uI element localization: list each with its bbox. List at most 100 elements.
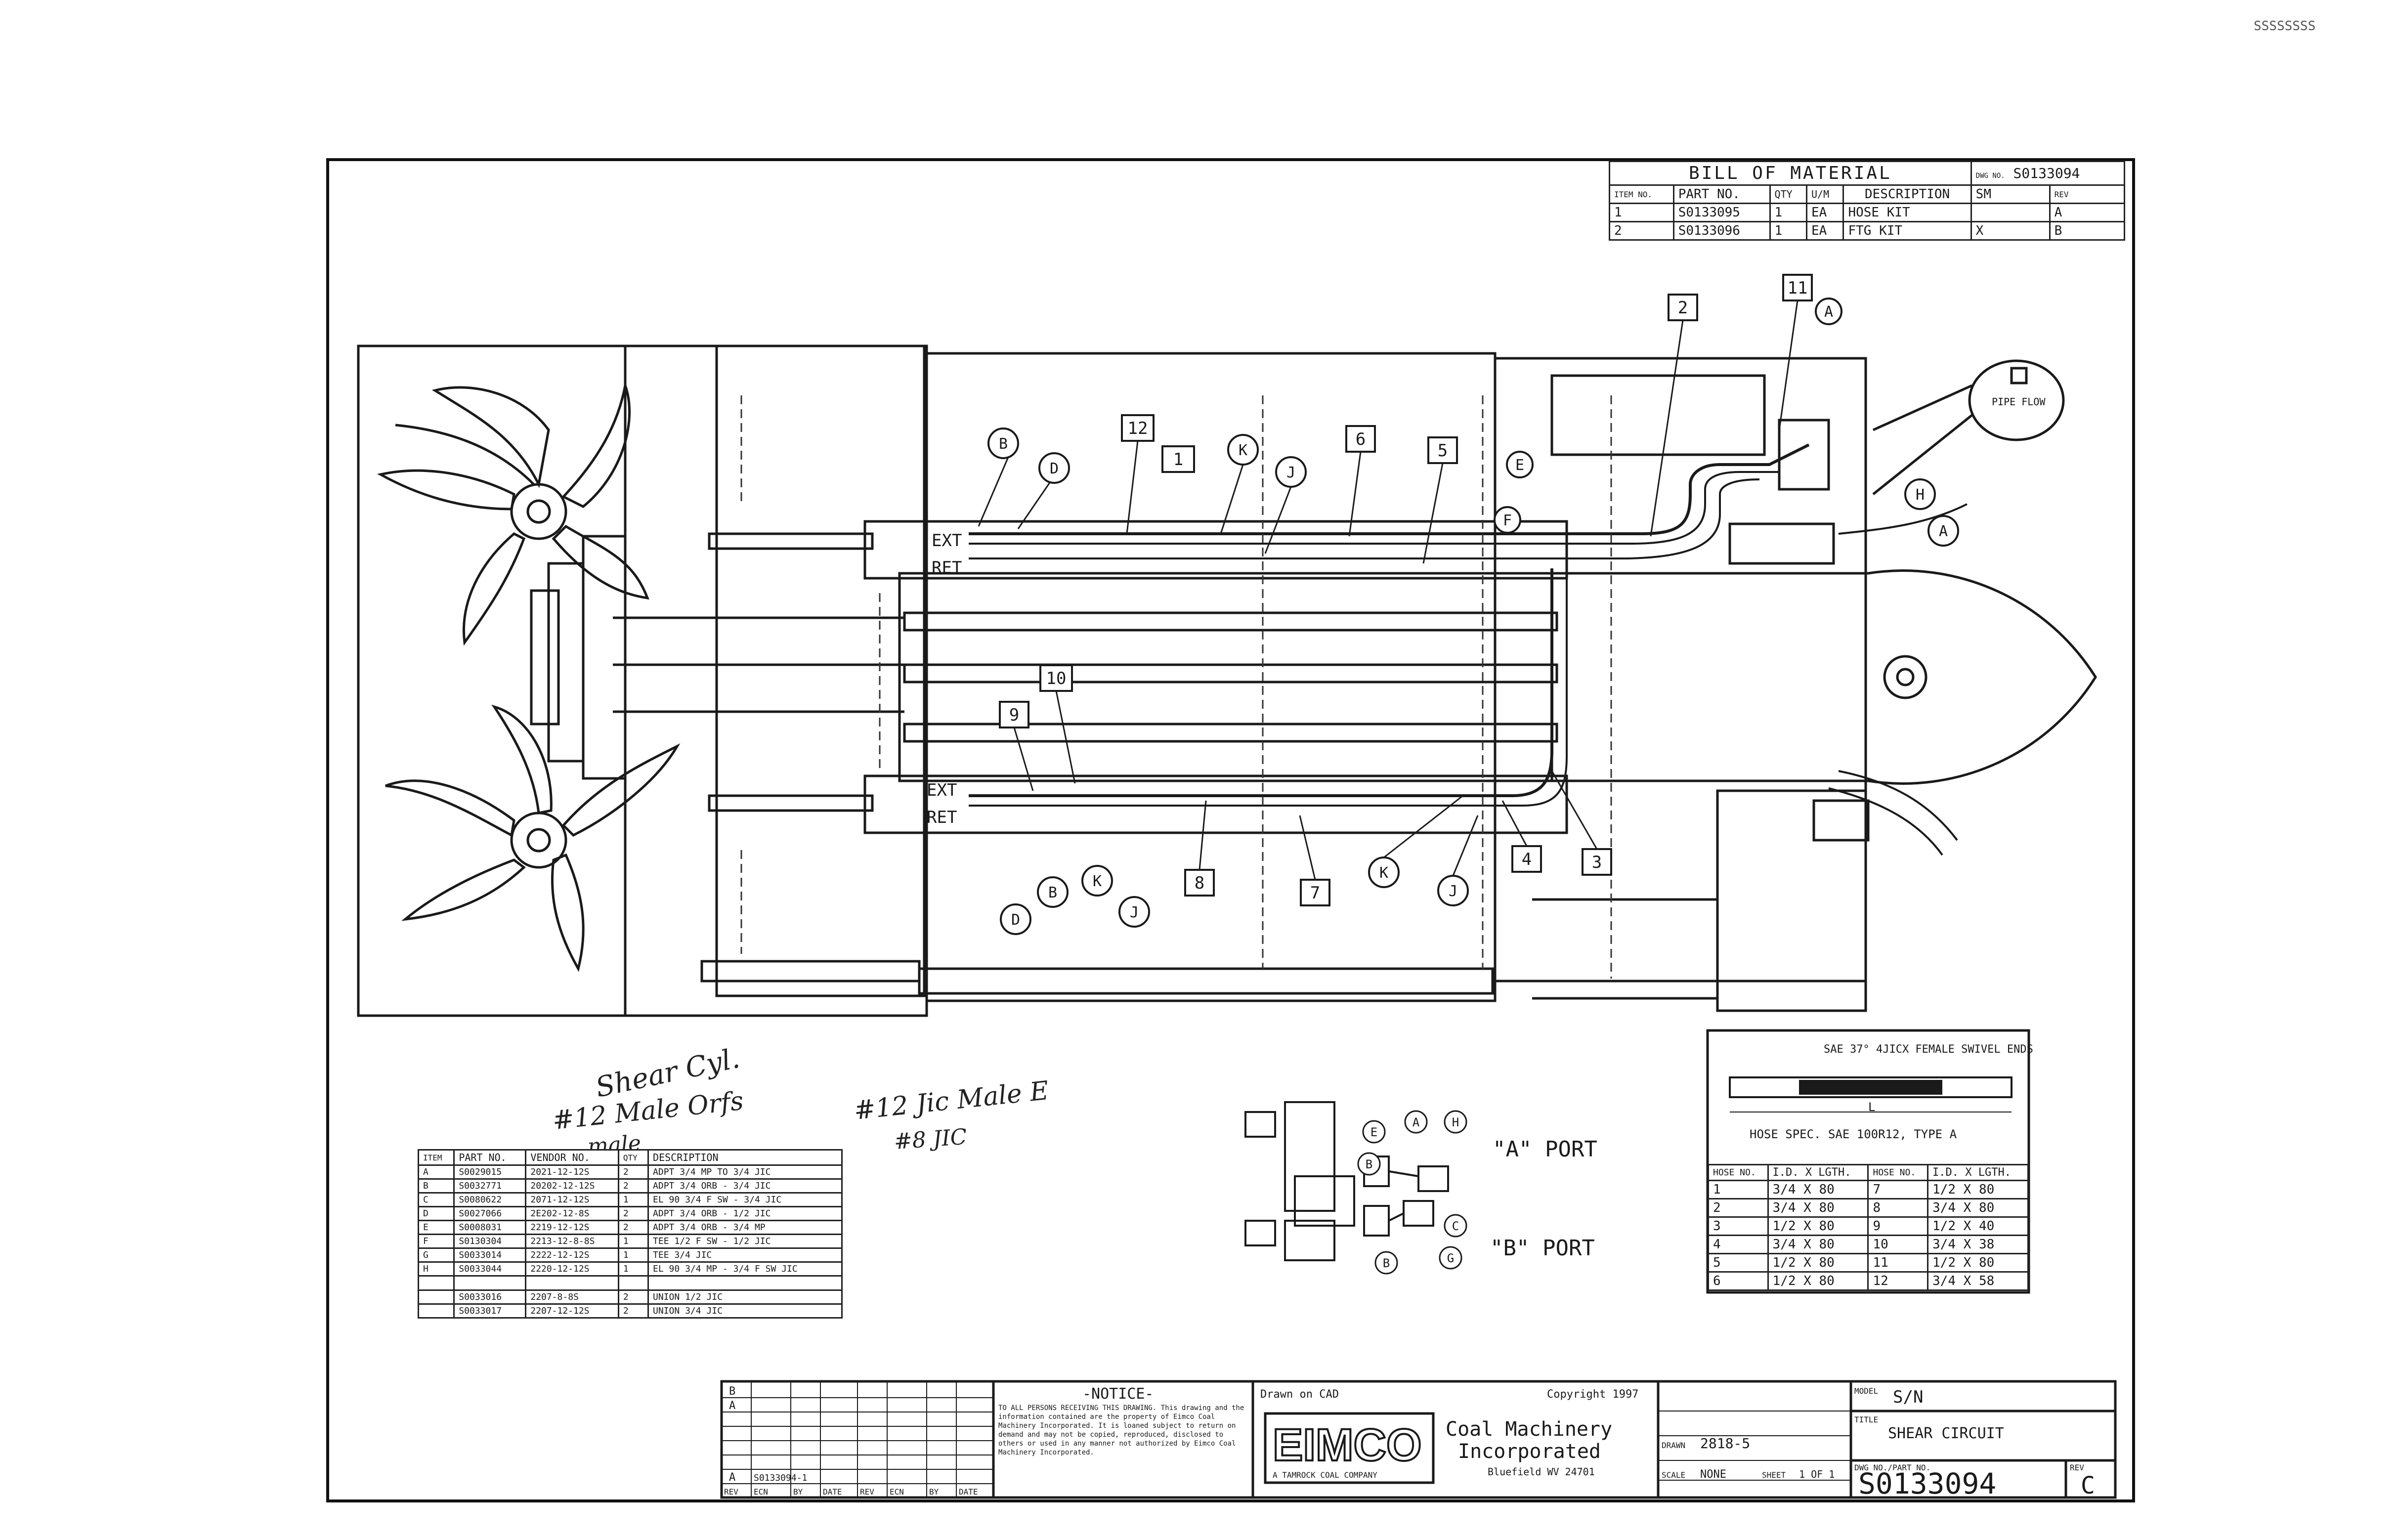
rev-col-1: ECN <box>754 1487 768 1497</box>
svg-text:B: B <box>1383 1256 1390 1270</box>
rev-col-4: REV <box>860 1487 874 1497</box>
hose-spec-label: HOSE SPEC. SAE 100R12, TYPE A <box>1750 1127 1957 1141</box>
port-label-ret-lower: RET <box>927 808 957 827</box>
callout-circle-j-lower: J <box>1118 896 1150 928</box>
drawing-border <box>326 158 2135 1502</box>
svg-text:J: J <box>1286 464 1295 481</box>
handwritten-notes: Shear Cyl. #12 Male Orfs #12 Jic Male E … <box>551 1042 1050 1159</box>
callout-circle-h: H <box>1904 478 1936 510</box>
bom-header-row: ITEM NO. PART NO. QTY U/M DESCRIPTION SM… <box>1609 184 2126 204</box>
svg-text:B: B <box>999 435 1008 453</box>
table-row: 1 S0133095 1 EA HOSE KIT A <box>1609 203 2126 222</box>
bom-doc-number: DWG NO. S0133094 <box>1970 161 2126 186</box>
title-value: SHEAR CIRCUIT <box>1888 1425 2004 1442</box>
bom-header-um: U/M <box>1805 184 1844 204</box>
rev-col-2: BY <box>793 1487 803 1497</box>
pipe-flow-label: PIPE FLOW <box>1992 396 2046 408</box>
callout-circle-k-right: K <box>1368 856 1400 888</box>
port-label-ext-upper: EXT <box>932 531 962 551</box>
callout-circle-j-upper: J <box>1275 456 1307 488</box>
hose-length-table: HOSE NO. I.D. X LGTH. HOSE NO. I.D. X LG… <box>1708 1164 2029 1291</box>
sheet-value: 1 OF 1 <box>1799 1468 1835 1480</box>
svg-text:H: H <box>1916 486 1925 504</box>
callout-box-10: 10 <box>1039 664 1073 692</box>
callout-box-6: 6 <box>1345 425 1376 453</box>
bom-doc-label: DWG NO. <box>1975 172 2005 180</box>
callout-box-9: 9 <box>999 701 1029 728</box>
callout-box-11: 11 <box>1782 274 1813 301</box>
notice-text: TO ALL PERSONS RECEIVING THIS DRAWING. T… <box>998 1404 1244 1456</box>
svg-text:A: A <box>1824 303 1833 321</box>
svg-text:6: 6 <box>1356 429 1366 449</box>
svg-text:11: 11 <box>1788 278 1808 298</box>
sheet-label: SHEET <box>1762 1470 1786 1480</box>
svg-text:9: 9 <box>1009 705 1019 725</box>
svg-text:8: 8 <box>1195 873 1204 893</box>
svg-text:C: C <box>1452 1219 1459 1233</box>
bom-doc-number-value: S0133094 <box>2013 165 2080 181</box>
callout-circle-a-top: A <box>1815 298 1842 325</box>
svg-text:12: 12 <box>1128 419 1148 438</box>
company-line3: Bluefield WV 24701 <box>1488 1466 1595 1478</box>
company-line1: Coal Machinery <box>1446 1418 1612 1441</box>
svg-text:3: 3 <box>1592 853 1602 872</box>
copyright: Copyright 1997 <box>1547 1388 1638 1401</box>
callout-circle-d-lower: D <box>1000 903 1031 935</box>
bom-header-qty: QTY <box>1769 184 1808 204</box>
svg-text:10: 10 <box>1046 669 1067 688</box>
rev-label: REV <box>2070 1463 2084 1472</box>
svg-text:D: D <box>1050 460 1059 477</box>
handwritten-line5: #8 JIC <box>893 1124 968 1155</box>
port-letter-e: E <box>1362 1120 1386 1144</box>
svg-text:J: J <box>1130 904 1139 921</box>
bill-of-material: BILL OF MATERIAL DWG NO. S0133094 ITEM N… <box>1609 161 2126 241</box>
callout-circle-d-upper: D <box>1038 452 1070 484</box>
callout-circle-k-upper: K <box>1227 434 1259 466</box>
rev-row-6: A <box>729 1471 735 1484</box>
model-value: S/N <box>1893 1387 1923 1407</box>
callout-box-7: 7 <box>1300 879 1330 906</box>
callout-circle-b-upper: B <box>987 428 1019 459</box>
scale-label: SCALE <box>1662 1470 1685 1480</box>
callout-box-2: 2 <box>1668 294 1698 321</box>
model-label: MODEL <box>1854 1386 1878 1396</box>
port-letter-b-lower: B <box>1374 1251 1398 1275</box>
table-row <box>417 1275 843 1291</box>
bom-header-rev: REV <box>2049 184 2126 204</box>
svg-text:1: 1 <box>1173 450 1183 470</box>
port-letter-h: H <box>1444 1110 1467 1134</box>
company-line2: Incorporated <box>1458 1440 1601 1463</box>
port-letter-c: C <box>1444 1214 1467 1238</box>
drawn-on-cad: Drawn on CAD <box>1260 1388 1339 1401</box>
svg-text:5: 5 <box>1438 441 1448 461</box>
svg-text:A: A <box>1413 1115 1420 1129</box>
callout-box-3: 3 <box>1582 848 1612 876</box>
callout-circle-f: F <box>1494 506 1521 534</box>
rev-col-6: BY <box>929 1487 939 1497</box>
port-letter-g: G <box>1439 1246 1462 1270</box>
callout-box-12: 12 <box>1121 414 1155 442</box>
fitting-header-row: ITEM PART NO. VENDOR NO. QTY DESCRIPTION <box>417 1149 843 1166</box>
svg-text:2: 2 <box>1678 298 1688 318</box>
svg-text:7: 7 <box>1310 883 1320 903</box>
notice-title: -NOTICE- <box>1082 1385 1154 1403</box>
eimco-logo: EIMCO <box>1273 1420 1422 1470</box>
callout-circle-a-right: A <box>1927 515 1959 547</box>
bom-header-part: PART NO. <box>1672 184 1771 204</box>
port-a-label: "A" PORT <box>1493 1137 1597 1162</box>
rev-col-7: DATE <box>959 1487 978 1497</box>
bom-header-description: DESCRIPTION <box>1842 184 1972 204</box>
port-letter-a: A <box>1404 1110 1428 1134</box>
cutter-drum-lower <box>385 704 681 972</box>
